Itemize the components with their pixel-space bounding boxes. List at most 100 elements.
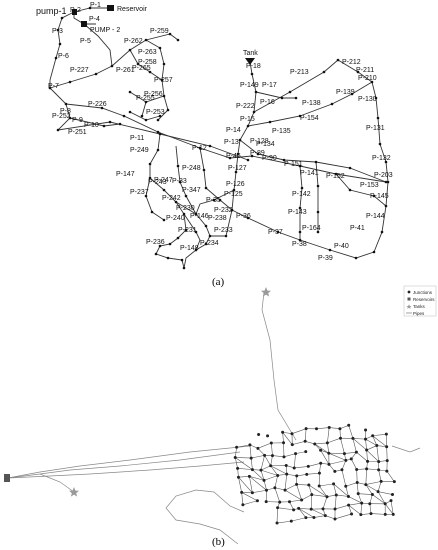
pipe-segment <box>314 443 329 454</box>
junction-node <box>234 170 238 174</box>
pipe-segment <box>263 475 278 481</box>
pipe-segment <box>298 508 312 510</box>
pipe-segment <box>365 439 367 451</box>
pipe-label-p-6: P-6 <box>58 53 69 60</box>
junction-node <box>338 436 342 440</box>
pipe-segment <box>328 460 346 465</box>
junction-node <box>325 495 329 499</box>
pipe-segment <box>351 458 357 470</box>
junction-node <box>250 72 254 76</box>
junction-node <box>317 471 321 475</box>
pipe-label-p-237: P-237 <box>130 189 149 196</box>
pipe-label-p-4: P-4 <box>89 16 100 23</box>
tank-icon <box>245 58 255 65</box>
junction-node <box>342 452 346 456</box>
pipe-segment <box>272 455 285 458</box>
junction-node <box>355 468 359 472</box>
pipe-segment <box>384 503 394 515</box>
panel-b-grid-pipes <box>234 425 395 524</box>
junction-node <box>303 439 307 443</box>
junction-node <box>317 484 321 488</box>
junction-node <box>236 475 240 479</box>
junction-node <box>378 142 382 146</box>
junction-node <box>356 70 360 74</box>
junction-node <box>269 464 273 468</box>
pipe-segment <box>328 452 346 461</box>
junction-node <box>148 176 152 180</box>
junction-node <box>348 188 352 192</box>
panel-a-junctions <box>48 6 390 270</box>
pipe-segment <box>296 484 302 501</box>
junction-node <box>212 198 216 202</box>
junction-node <box>298 164 302 168</box>
junction-node <box>374 96 378 100</box>
pipe-segment <box>277 507 294 511</box>
pipe-label-p-33: P-33 <box>172 178 187 185</box>
pipe-segment <box>276 507 278 524</box>
junction-node <box>365 467 369 471</box>
pipe-segment <box>390 500 394 515</box>
junction-node <box>266 434 270 438</box>
junction-node <box>128 90 132 94</box>
pipe-segment <box>241 492 258 501</box>
junction-node <box>333 469 337 473</box>
pipe-segment <box>357 493 362 504</box>
pipe-segment <box>377 481 382 492</box>
panel-b-pipes <box>7 291 421 545</box>
junction-node <box>309 507 313 511</box>
pipe-segment <box>365 468 367 485</box>
pipe-segment <box>376 445 380 462</box>
junction-node <box>144 194 148 198</box>
pipe-segment <box>264 455 271 466</box>
reservoir-square-icon <box>407 297 411 301</box>
pipe-label-p-3: P-3 <box>52 28 63 35</box>
pipe-segment <box>296 484 309 486</box>
junction-node <box>327 426 331 430</box>
pipe-segment <box>260 470 265 481</box>
junction-node <box>312 516 316 520</box>
junction-dot-icon <box>407 290 411 294</box>
pipe-segment <box>291 517 306 522</box>
pipe-segment <box>366 450 368 462</box>
pipe-label-p-11: P-11 <box>130 135 144 142</box>
pipe-segment <box>276 520 292 524</box>
junction-node <box>250 468 254 472</box>
junction-node <box>194 212 198 216</box>
pipe-label-p-147: P-147 <box>116 171 135 178</box>
pipe-segment <box>327 442 330 454</box>
pipe-label-p-253: P-253 <box>146 109 165 116</box>
junction-node <box>122 114 126 118</box>
pipe-label-p-134: P-134 <box>256 141 275 148</box>
pipe-segment <box>334 504 349 510</box>
pipe-segment <box>241 492 244 505</box>
junction-node <box>102 124 106 128</box>
pipe-label-p-256: P-256 <box>144 91 163 98</box>
pipe-segment <box>298 508 307 518</box>
pipe-segment <box>234 457 238 469</box>
junction-node <box>322 70 326 74</box>
pipe-segment <box>327 427 330 443</box>
junction-node <box>347 503 351 507</box>
pipe-label-p-15: P-15 <box>240 116 255 123</box>
junction-node <box>236 152 240 156</box>
reservoir-icon <box>4 474 10 482</box>
junction-node <box>56 28 60 32</box>
pipe-segment <box>334 494 337 510</box>
pipe-segment <box>358 493 373 495</box>
pipe-segment <box>333 483 349 497</box>
junction-node <box>354 450 358 454</box>
pipe-label-p-41: P-41 <box>350 225 365 232</box>
junction-node <box>292 508 296 512</box>
junction-node <box>292 466 296 470</box>
pipe-label-p-131: P-131 <box>366 125 385 132</box>
junction-node <box>276 506 280 510</box>
pipe-segment <box>249 476 265 481</box>
pipe-label-p-233: P-233 <box>214 227 233 234</box>
junction-node <box>298 230 302 234</box>
junction-node <box>158 244 162 248</box>
pipe-segment <box>293 453 296 468</box>
pipe-label-p-210: P-210 <box>358 75 377 82</box>
pipe-segment <box>274 487 286 491</box>
junction-node <box>294 96 298 100</box>
pipe-segment <box>292 441 306 445</box>
